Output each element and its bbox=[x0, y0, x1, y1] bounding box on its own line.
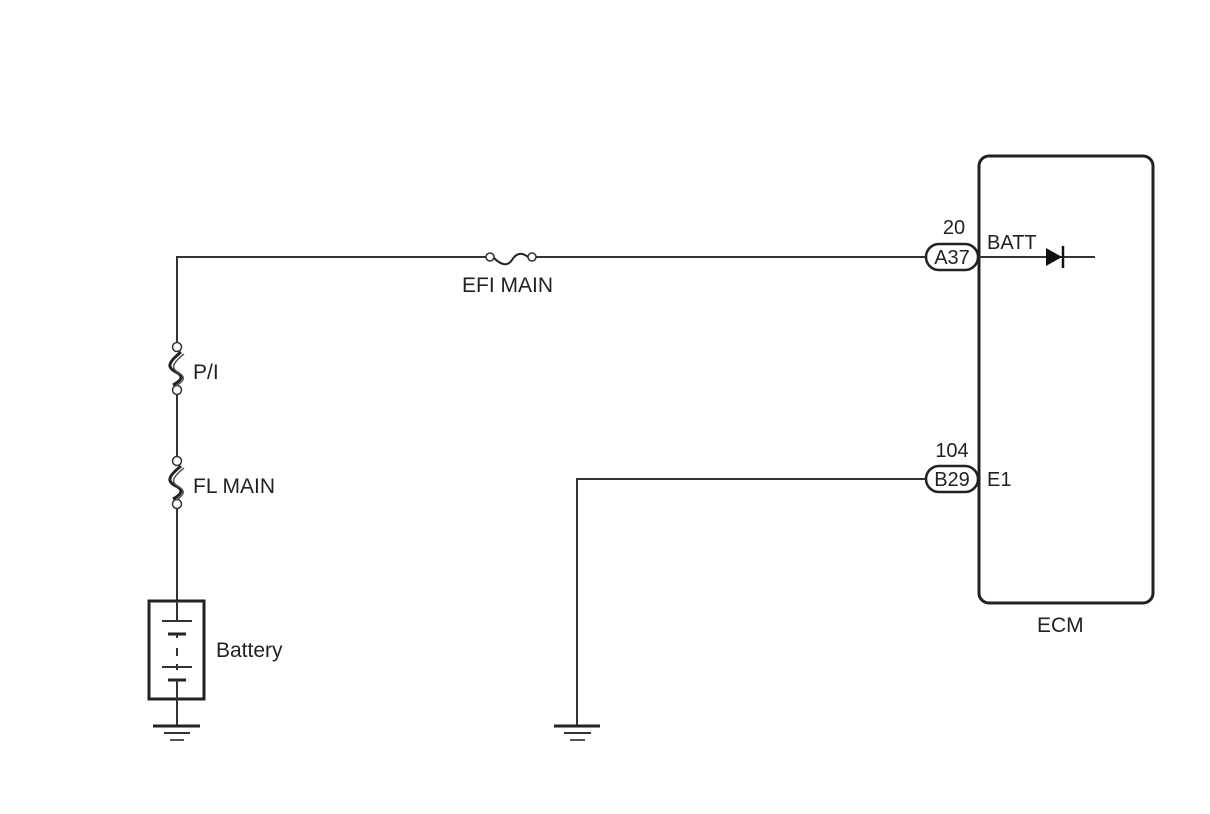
ecm-box bbox=[977, 154, 1155, 605]
battery-ground-icon bbox=[153, 699, 200, 741]
connector-b29: B29 bbox=[924, 464, 980, 494]
fl-main-fuse-icon bbox=[168, 455, 185, 510]
pi-fuse-icon bbox=[168, 341, 185, 396]
efi-main-fuse-icon bbox=[485, 252, 537, 266]
diode-icon bbox=[979, 246, 1095, 268]
batt-terminal-label: BATT bbox=[987, 232, 1037, 254]
ecm-ground-icon bbox=[554, 724, 600, 741]
ecm-label: ECM bbox=[1037, 614, 1084, 637]
pi-label: P/I bbox=[193, 361, 219, 384]
connector-a37: A37 bbox=[924, 242, 980, 272]
e1-terminal-label: E1 bbox=[987, 469, 1011, 491]
connector-a37-id: A37 bbox=[934, 247, 970, 269]
battery-icon bbox=[147, 599, 206, 701]
fl-main-label: FL MAIN bbox=[193, 475, 275, 498]
connector-b29-id: B29 bbox=[934, 469, 970, 491]
efi-main-label: EFI MAIN bbox=[462, 274, 553, 297]
battery-label: Battery bbox=[216, 639, 283, 662]
connector-b29-pin: 104 bbox=[935, 440, 968, 462]
power-wire bbox=[176, 256, 926, 600]
connector-a37-pin: 20 bbox=[943, 217, 965, 239]
ground-wire bbox=[576, 478, 926, 726]
